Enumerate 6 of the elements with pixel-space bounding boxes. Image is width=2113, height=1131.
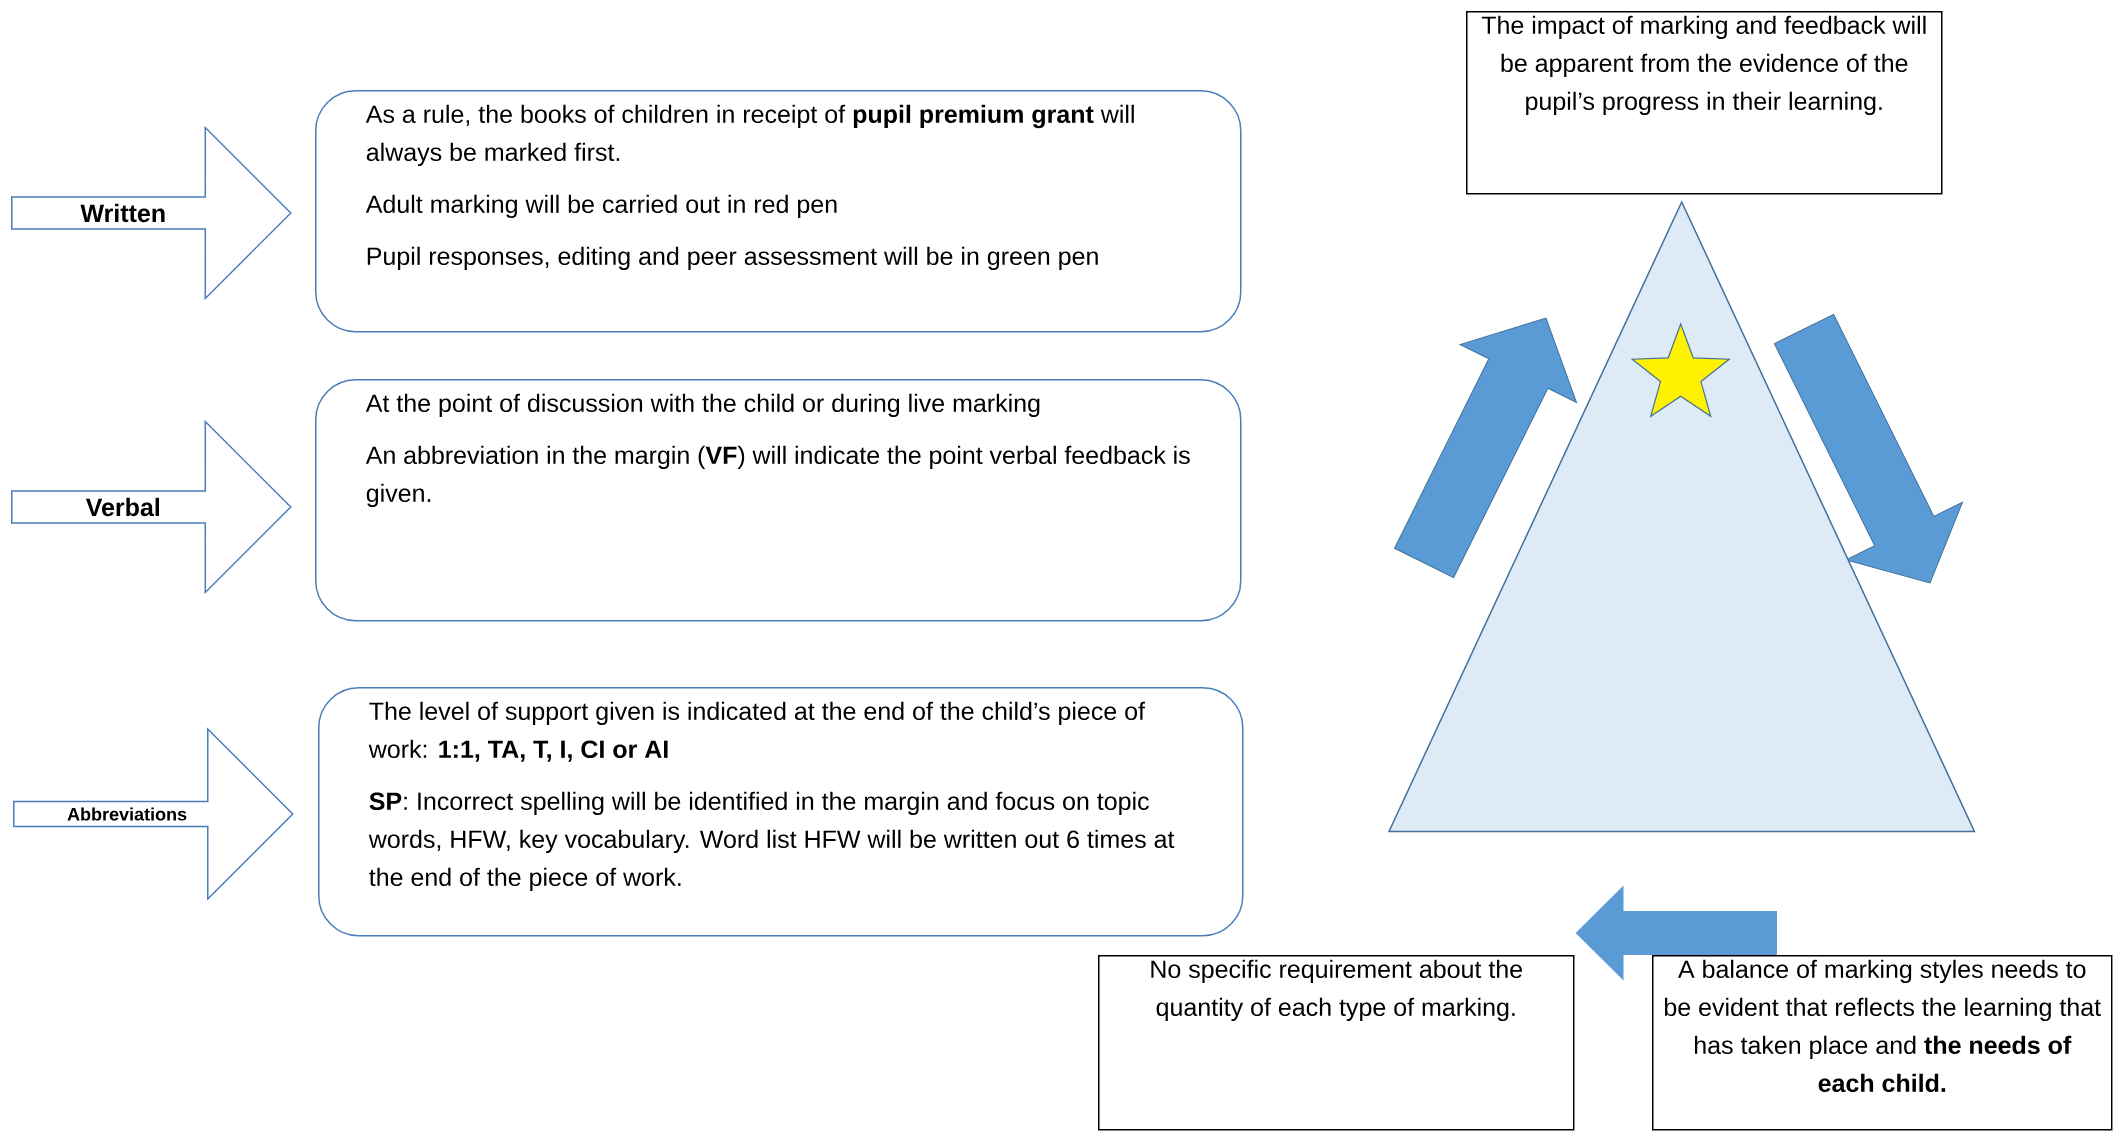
rounded-text-box: The level of support given is indicated at the end of the child’s piece of work: 1:1, TA, T, I, CI or AI SP: Incorrect spelling will be identified in the margin and focus on topic words, HFW, key vocabulary. Word list HFW will be written out 6 times at the end of the piece of work. — [318, 687, 1244, 937]
text-box: No specific requirement about the quantity of each type of marking. — [1098, 955, 1575, 1131]
rounded-text-box: At the point of discussion with the child or during live marking An abbreviation in the margin (VF) will indicate the point verbal feedback is given. — [315, 379, 1242, 622]
rounded-text-box: As a rule, the books of children in receipt of pupil premium grant will always be marked first. Adult marking will be carried out in red pen Pupil responses, editing and peer assessment will be in green pen — [315, 90, 1242, 333]
text-box: The impact of marking and feedback will be apparent from the evidence of the pupil’s progress in their learning. — [1466, 11, 1943, 195]
text-box: A balance of marking styles needs to be evident that reflects the learning that has taken place and the needs of each child. — [1652, 955, 2113, 1131]
